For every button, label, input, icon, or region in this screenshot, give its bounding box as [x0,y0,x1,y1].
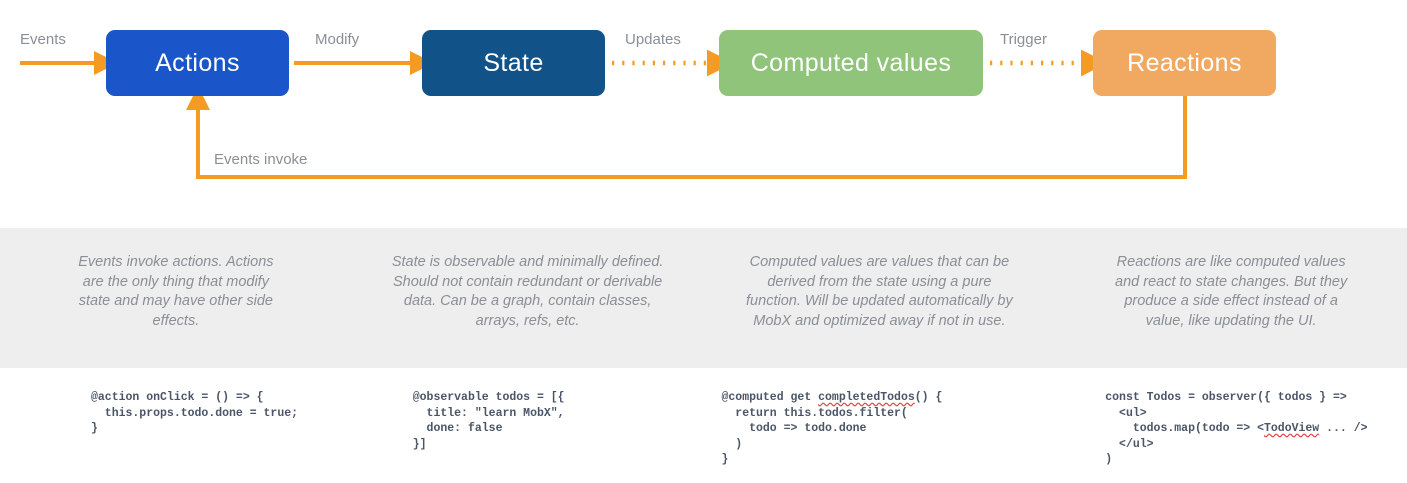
code-sample-observable-text: @observable todos = [{ title: "learn Mob… [412,391,565,451]
description-actions-text: Events invoke actions. Actions are the o… [78,254,274,329]
code-sample-action: @action onClick = () => { this.props.tod… [0,368,352,483]
description-reactions: Reactions are like computed values and r… [1055,228,1407,368]
code-sample-reaction: const Todos = observer({ todos } => <ul>… [1055,368,1407,483]
code-reaction-misspelled: TodoView [1263,422,1320,435]
flow-diagram: Actions State Computed values Reactions … [0,0,1407,228]
node-state[interactable]: State [422,30,605,96]
code-computed-post: () { return this.todos.filter( todo => t… [721,391,943,466]
node-reactions[interactable]: Reactions [1093,30,1276,96]
node-reactions-label: Reactions [1127,48,1242,77]
node-computed-values[interactable]: Computed values [719,30,983,96]
code-sample-computed-text: @computed get completedTodos() { return … [704,390,1056,468]
description-state: State is observable and minimally define… [352,228,704,368]
edge-label-trigger: Trigger [1000,31,1047,48]
edge-label-modify: Modify [315,31,360,48]
edge-label-updates: Updates [625,31,681,48]
description-computed-values-text: Computed values are values that can be d… [746,254,1013,329]
arrow-events-invoke [186,86,1187,179]
node-actions-label: Actions [155,48,240,77]
description-reactions-text: Reactions are like computed values and r… [1115,254,1348,329]
code-sample-observable: @observable todos = [{ title: "learn Mob… [352,368,704,483]
node-computed-values-label: Computed values [750,48,952,77]
code-reaction-pre: const Todos = observer({ todos } => <ul>… [1105,391,1347,435]
code-reaction-post: ... /> </ul> ) [1105,422,1368,466]
edge-label-events: Events [20,31,66,48]
code-sample-reaction-text: const Todos = observer({ todos } => <ul>… [1055,390,1407,468]
description-state-text: State is observable and minimally define… [391,254,664,329]
node-actions[interactable]: Actions [106,30,289,96]
code-sample-computed: @computed get completedTodos() { return … [704,368,1056,483]
edge-label-events-invoke: Events invoke [214,151,308,168]
description-actions: Events invoke actions. Actions are the o… [0,228,352,368]
code-computed-misspelled: completedTodos [818,391,915,404]
code-sample-action-text: @action onClick = () => { this.props.tod… [91,391,299,435]
flow-arrows [20,49,1187,179]
node-state-label: State [483,48,544,77]
code-row: @action onClick = () => { this.props.tod… [0,368,1407,483]
code-computed-pre: @computed get [721,391,819,404]
description-band: Events invoke actions. Actions are the o… [0,228,1407,368]
description-computed-values: Computed values are values that can be d… [704,228,1056,368]
